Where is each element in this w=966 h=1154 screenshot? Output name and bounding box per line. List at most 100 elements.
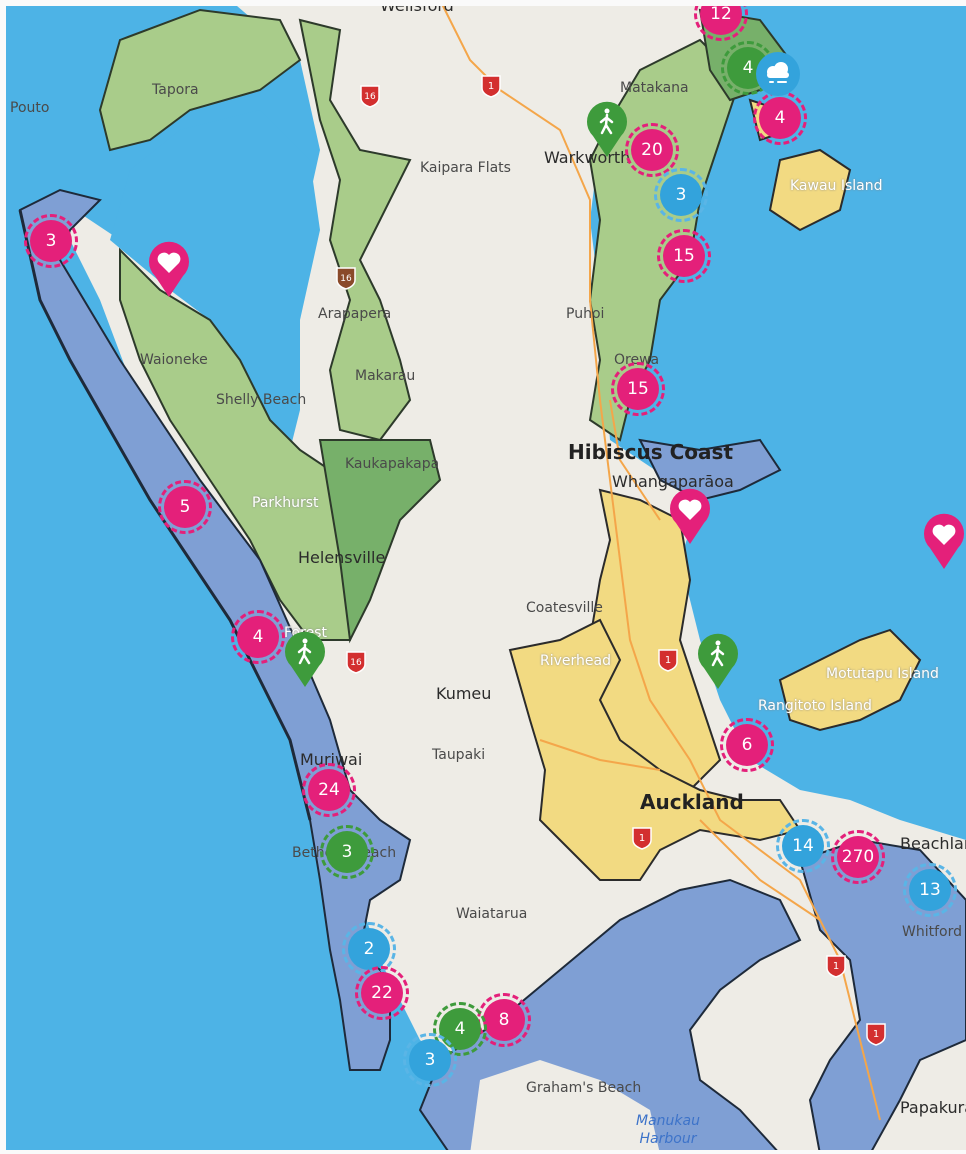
cluster-marker[interactable]: 4 [231, 610, 285, 664]
water-label: Manukau Harbour [636, 1113, 700, 1147]
highway-shield: 1 [632, 827, 652, 850]
cluster-count: 12 [710, 4, 732, 24]
place-label: Motutapu Island [826, 666, 939, 682]
cluster-marker[interactable]: 270 [831, 830, 885, 884]
shield-number: 1 [488, 81, 494, 92]
walking-pin-marker[interactable] [585, 100, 629, 158]
cluster-count: 270 [841, 847, 875, 867]
reserve-woodhill-dark [318, 439, 442, 644]
cluster-marker[interactable]: 3 [654, 168, 708, 222]
cluster-count: 5 [179, 497, 191, 517]
cluster-count: 4 [774, 108, 786, 128]
cluster-marker[interactable]: 4 [753, 91, 807, 145]
heart-pin-marker[interactable] [147, 240, 191, 298]
walking-person-icon [710, 640, 725, 667]
walking-person-icon [599, 108, 614, 135]
place-label: Whitford [902, 924, 962, 940]
highway-shield: 1 [866, 1023, 886, 1046]
place-label: Matakana [620, 80, 689, 96]
cluster-count: 3 [341, 842, 353, 862]
inner-harbour-land [470, 1060, 660, 1154]
frame-border-left [0, 0, 6, 1154]
cluster-marker[interactable]: 15 [611, 362, 665, 416]
highway-shield: 16 [346, 651, 366, 674]
coast-strip-east [638, 438, 782, 502]
weather-cloud-icon [767, 62, 789, 83]
cluster-count: 3 [45, 231, 57, 251]
cluster-marker[interactable]: 3 [24, 214, 78, 268]
heart-icon [932, 524, 956, 545]
place-label: Rangitoto Island [758, 698, 872, 714]
cluster-count: 8 [498, 1010, 510, 1030]
cluster-marker[interactable]: 3 [403, 1033, 457, 1087]
cluster-count: 3 [675, 185, 687, 205]
reserve-river-strip [298, 18, 412, 442]
highway-shield: 1 [658, 649, 678, 672]
place-label: Helensville [298, 548, 386, 567]
cluster-marker[interactable]: 4 [433, 1002, 487, 1056]
frame-border-bottom [0, 1150, 966, 1154]
cluster-count: 13 [919, 880, 941, 900]
cluster-marker[interactable]: 8 [477, 993, 531, 1047]
cluster-count: 15 [627, 379, 649, 399]
cluster-count: 4 [454, 1019, 466, 1039]
zone-islands-east [778, 628, 922, 732]
place-label: Makarau [355, 368, 416, 384]
place-label: Taupaki [432, 747, 486, 763]
cluster-marker[interactable]: 15 [657, 229, 711, 283]
place-label: Graham's Beach [526, 1080, 642, 1096]
heart-pin-marker[interactable] [668, 487, 712, 545]
place-label: Kumeu [436, 684, 492, 703]
highway-shield: 16 [336, 267, 356, 290]
cluster-marker[interactable]: 14 [776, 819, 830, 873]
cluster-marker[interactable]: 3 [320, 825, 374, 879]
shield-number: 1 [873, 1029, 879, 1040]
place-label: Kawau Island [790, 178, 883, 194]
shield-number: 16 [364, 92, 376, 102]
heart-icon [678, 499, 702, 520]
walking-pin-marker[interactable] [283, 630, 327, 688]
highway-shield: 1 [481, 75, 501, 98]
place-label: Waiatarua [456, 906, 528, 922]
highway-shield: 1 [826, 955, 846, 978]
place-label: Kaukapakapa [345, 456, 440, 472]
cluster-marker[interactable]: 20 [625, 123, 679, 177]
place-label: Tapora [152, 82, 199, 98]
cluster-marker[interactable]: 24 [302, 763, 356, 817]
shield-number: 1 [833, 961, 839, 972]
cluster-count: 20 [641, 140, 663, 160]
cluster-marker[interactable]: 5 [158, 480, 212, 534]
place-label: Waioneke [140, 352, 208, 368]
cluster-count: 22 [371, 983, 393, 1003]
heart-pin-marker[interactable] [922, 512, 966, 570]
place-label: Parkhurst [252, 495, 319, 511]
shield-number: 16 [350, 658, 362, 668]
frame-border-top [0, 0, 966, 6]
place-label: Whangaparāoa [612, 472, 734, 491]
walking-person-icon [297, 638, 312, 665]
cluster-marker[interactable]: 13 [903, 863, 957, 917]
walking-pin-marker[interactable] [696, 632, 740, 690]
cluster-marker[interactable]: 2 [342, 922, 396, 976]
weather-pin-marker[interactable] [754, 50, 802, 98]
shield-number: 1 [639, 833, 645, 844]
zone-kawau-island [768, 148, 852, 232]
cluster-marker[interactable]: 22 [355, 966, 409, 1020]
highway-shield: 16 [360, 85, 380, 108]
place-label: Hibiscus Coast [568, 440, 734, 464]
cluster-count: 24 [318, 780, 340, 800]
cluster-marker[interactable]: 6 [720, 718, 774, 772]
place-label: Muriwai [300, 750, 363, 769]
reserve-tapora [98, 8, 302, 152]
kaipara-harbour [110, 110, 320, 450]
place-label: Shelly Beach [216, 392, 307, 408]
cluster-count: 4 [742, 58, 754, 78]
place-label: Riverhead [540, 653, 611, 669]
cluster-count: 15 [673, 246, 695, 266]
place-label: Coatesville [526, 600, 603, 616]
shield-number: 1 [665, 655, 671, 666]
place-label: Papakura [900, 1098, 966, 1117]
place-label: Pouto [10, 100, 50, 116]
